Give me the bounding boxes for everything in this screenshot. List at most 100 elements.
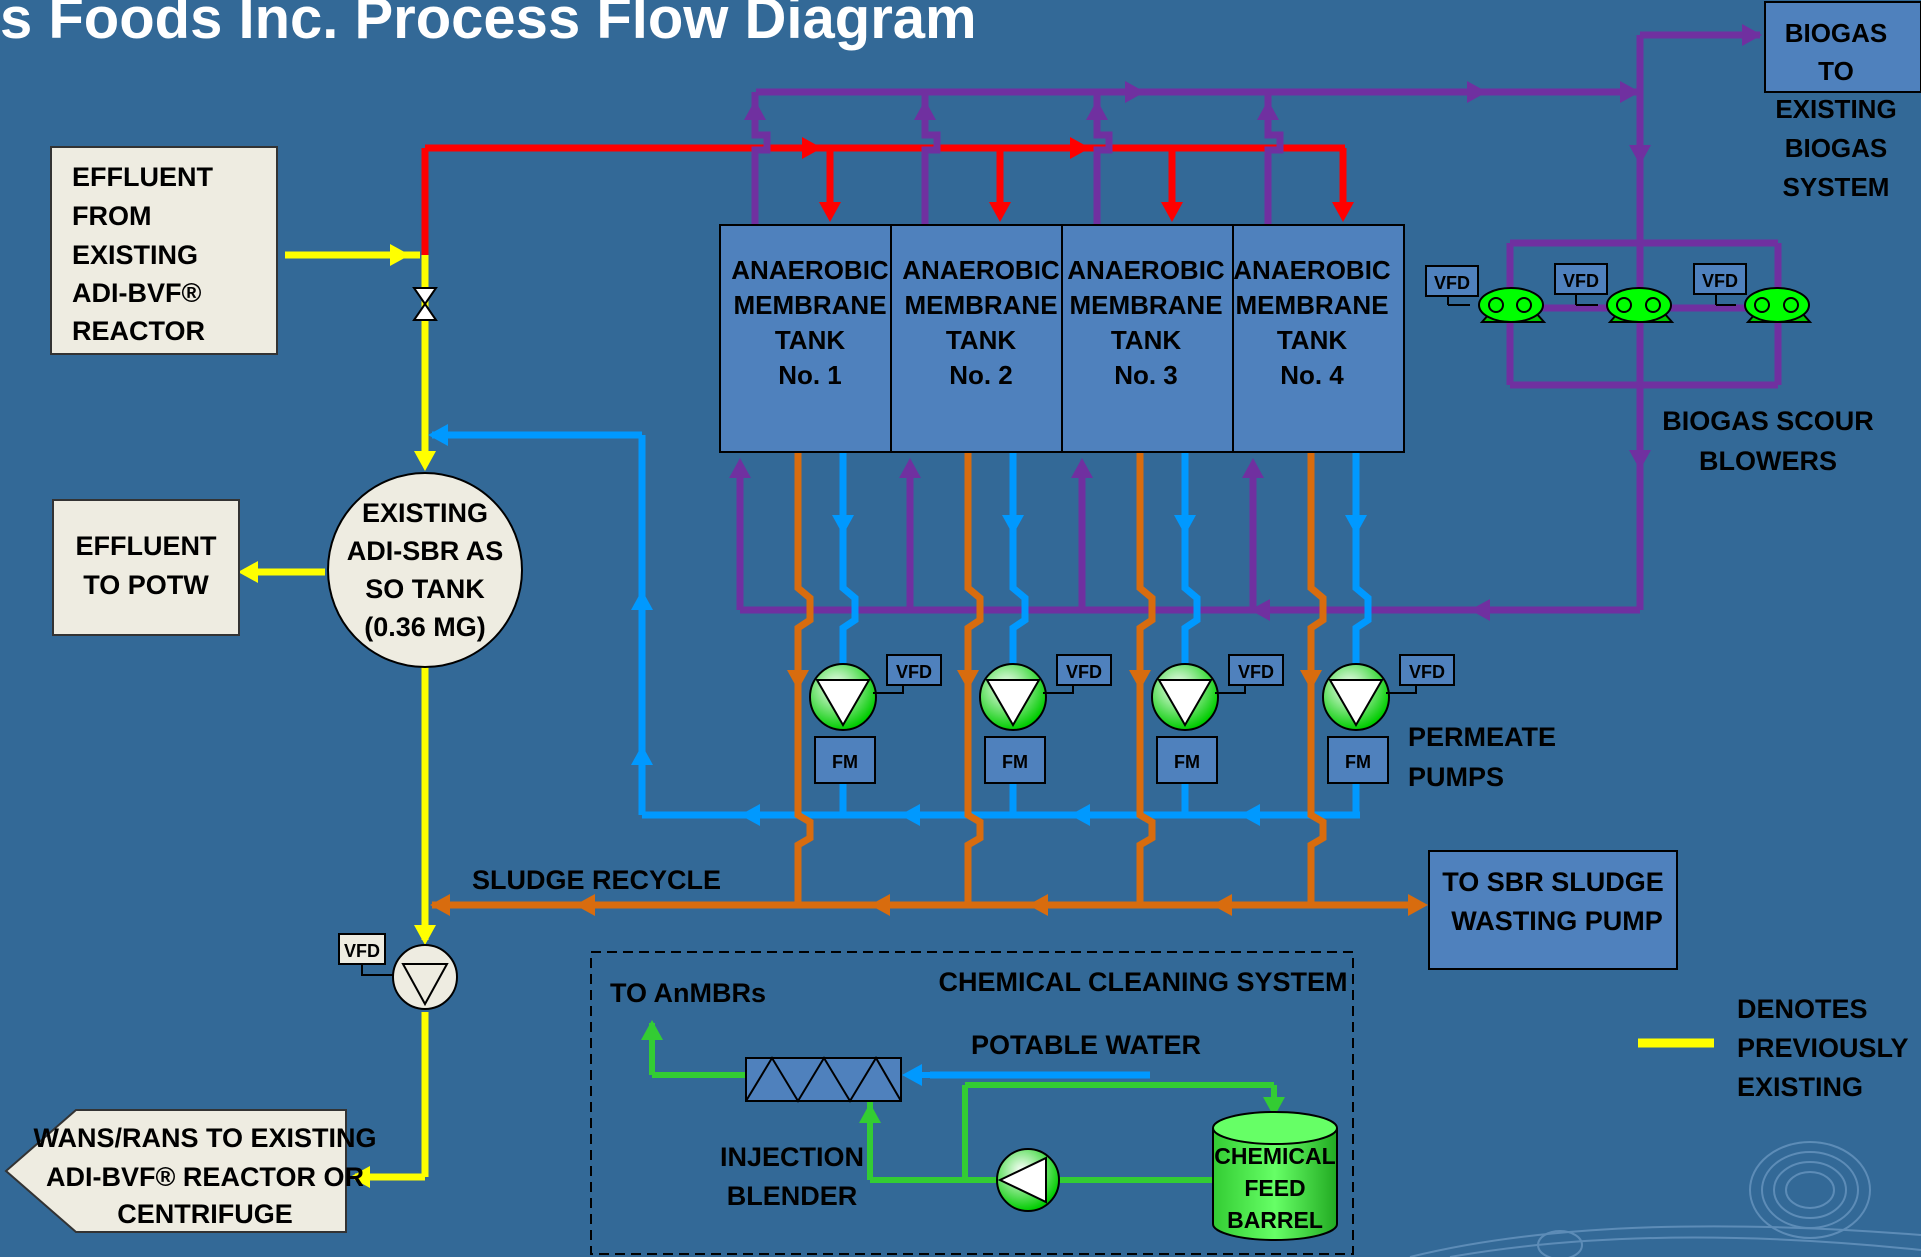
- permeate-pump-2-vfd-label: VFD: [1066, 662, 1102, 682]
- flow-meter-4: [1327, 736, 1389, 784]
- tank-4-sludge-arrow: [1300, 670, 1322, 690]
- flow-meter-2: [984, 736, 1046, 784]
- blower-1: [1447, 287, 1547, 323]
- permeate-header-arrow-4: [1240, 804, 1260, 826]
- tank-3-permeate-line: [1181, 452, 1201, 665]
- legend-line-1: DENOTES: [1737, 994, 1868, 1024]
- diagram-title: s Foods Inc. Process Flow Diagram: [0, 0, 977, 51]
- tank-2-permeate-line: [1009, 452, 1029, 665]
- tank-4-biogas-arrow: [1257, 100, 1279, 120]
- biogas-down-arrow-2: [1629, 450, 1651, 470]
- permeate-pump-4-vfd-link: [1386, 685, 1417, 694]
- svg-text:ANAEROBIC: ANAEROBIC: [902, 255, 1060, 285]
- svg-text:No. 2: No. 2: [949, 360, 1013, 390]
- permeate-pumps-label: PERMEATE PUMPS: [1408, 722, 1556, 792]
- flow-meter-3: [1156, 736, 1218, 784]
- svg-text:VFD: VFD: [1702, 271, 1738, 291]
- potable-water-arrow: [902, 1064, 922, 1086]
- svg-text:MEMBRANE: MEMBRANE: [733, 290, 886, 320]
- barrel-line-1: CHEMICAL: [1214, 1143, 1335, 1169]
- tank-4-influent-arrow: [1332, 202, 1354, 222]
- permeate-pump-3-vfd-link: [1215, 685, 1246, 694]
- permeate-pumps-line-2: PUMPS: [1408, 762, 1504, 792]
- biogas-system-arrow: [1742, 24, 1762, 46]
- permeate-pump-1-vfd-label: VFD: [896, 662, 932, 682]
- biogas-system-line-1: BIOGAS: [1785, 18, 1888, 48]
- chemical-cleaning-system: CHEMICAL CLEANING SYSTEM TO AnMBRs POTAB…: [590, 951, 1354, 1255]
- permeate-pump-3-vfd-label: VFD: [1238, 662, 1274, 682]
- svg-text:TANK: TANK: [775, 325, 846, 355]
- biogas-scour-blowers-line-2: BLOWERS: [1699, 446, 1837, 476]
- tank-3-biogas-arrow: [1086, 100, 1108, 120]
- legend: DENOTES PREVIOUSLY EXISTING: [1638, 994, 1909, 1102]
- to-anmbrs-label: TO AnMBRs: [610, 978, 766, 1008]
- legend-line-2: PREVIOUSLY: [1737, 1033, 1909, 1063]
- injection-blender: [745, 1056, 902, 1103]
- biogas-system-line-5: SYSTEM: [1783, 172, 1890, 202]
- permeate-pump-2-impeller: [985, 679, 1041, 727]
- isolation-valve: [412, 287, 438, 321]
- wans-arrow: [350, 1166, 370, 1188]
- biogas-system-line-3: EXISTING: [1775, 94, 1896, 124]
- tank-1-permeate-line: [839, 452, 859, 665]
- permeate-header-arrow-3: [1070, 804, 1090, 826]
- effluent-to-potw-line-1: EFFLUENT: [76, 531, 217, 561]
- tank-3-piping: [1078, 92, 1201, 905]
- to-sbr-sludge-line-2: WASTING PUMP: [1451, 906, 1663, 936]
- svg-text:TANK: TANK: [1277, 325, 1348, 355]
- permeate-pump-1-impeller: [815, 679, 871, 727]
- effluent-from-reactor-line-4: ADI-BVF®: [72, 278, 201, 308]
- biogas-to-existing-system: BIOGAS TO EXISTING BIOGAS SYSTEM: [1764, 1, 1921, 202]
- svg-text:VFD: VFD: [1434, 273, 1470, 293]
- injection-blender-line-2: BLENDER: [727, 1181, 858, 1211]
- tank-4-sludge-line: [1307, 452, 1327, 905]
- permeate-pump-2-vfd-link: [1043, 685, 1074, 694]
- sbr-pump-vfd-label: VFD: [344, 941, 380, 961]
- tank-2-label: ANAEROBIC MEMBRANE TANK No. 2: [902, 255, 1060, 390]
- tank-3-sludge-line: [1136, 452, 1156, 905]
- tank-3-permeate-arrow: [1174, 515, 1196, 535]
- sludge-recycle-arrow: [430, 894, 450, 916]
- tank-4-permeate-arrow: [1345, 515, 1367, 535]
- permeate-return-arrow: [428, 424, 448, 446]
- sludge-header-arrow-4: [1212, 894, 1232, 916]
- legend-line-3: EXISTING: [1737, 1072, 1863, 1102]
- flow-meter-4-label: FM: [1345, 752, 1371, 772]
- tank-1-piping: [736, 92, 859, 905]
- permeate-pump-3-vfd: [1228, 654, 1284, 686]
- svg-text:ANAEROBIC: ANAEROBIC: [1067, 255, 1225, 285]
- svg-text:No. 4: No. 4: [1280, 360, 1344, 390]
- potable-water-label: POTABLE WATER: [971, 1030, 1201, 1060]
- permeate-pumps-line-1: PERMEATE: [1408, 722, 1556, 752]
- barrel-line-2: FEED: [1244, 1175, 1305, 1201]
- tank-2-permeate-arrow: [1002, 515, 1024, 535]
- biogas-system-line-2: TO: [1818, 56, 1854, 86]
- permeate-pump-4-impeller: [1328, 679, 1384, 727]
- to-anmbrs-arrow: [641, 1020, 663, 1040]
- effluent-to-potw-box: EFFLUENT TO POTW: [52, 499, 240, 636]
- sbr-tank-line-2: ADI-SBR AS: [347, 536, 504, 566]
- tank-2-sludge-line: [964, 452, 984, 905]
- tank-4-scour-arrow: [1242, 458, 1264, 478]
- blower-2: [1575, 287, 1675, 323]
- effluent-from-reactor-line-3: EXISTING: [72, 240, 198, 270]
- permeate-pump-4-vfd-label: VFD: [1409, 662, 1445, 682]
- tank-1-biogas-arrow: [744, 100, 766, 120]
- blender-inflow-arrow: [859, 1103, 881, 1123]
- biogas-system-line-4: BIOGAS: [1785, 133, 1888, 163]
- blower-vfd-1: VFD: [1425, 265, 1479, 297]
- barrel-line-3: BARREL: [1227, 1207, 1323, 1233]
- svg-text:ANAEROBIC: ANAEROBIC: [1233, 255, 1391, 285]
- chemical-feed-barrel: CHEMICAL FEED BARREL: [1212, 1111, 1338, 1241]
- anaerobic-membrane-tanks: ANAEROBIC MEMBRANE TANK No. 1 ANAEROBIC …: [719, 224, 1405, 453]
- sbr-tank-line-3: SO TANK: [365, 574, 485, 604]
- biogas-scour-blowers-line-1: BIOGAS SCOUR: [1662, 406, 1874, 436]
- permeate-pump-1-vfd-link: [873, 685, 904, 694]
- effluent-from-reactor-line-1: EFFLUENT: [72, 162, 213, 192]
- chemical-feed-pump: [996, 1148, 1060, 1212]
- svg-text:No. 3: No. 3: [1114, 360, 1178, 390]
- tank-3-sludge-arrow: [1129, 670, 1151, 690]
